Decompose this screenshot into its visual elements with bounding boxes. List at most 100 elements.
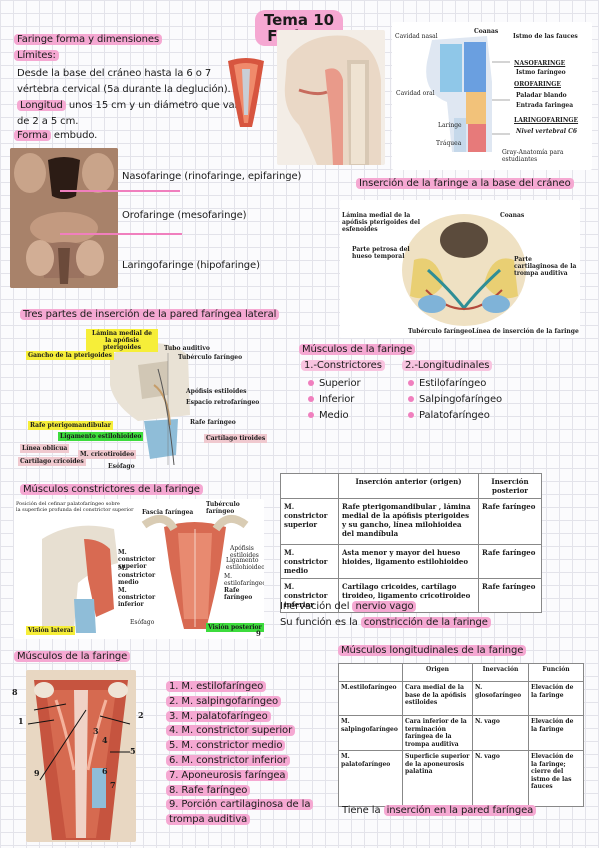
group2-list: Estilofaríngeo Salpingofaríngeo Palatofa… (408, 376, 502, 424)
label-fascia-faringea: Fascia faríngea (142, 509, 194, 516)
marker-3: 3 (93, 726, 99, 736)
label-coanas-2: Coanas (500, 212, 525, 219)
table-row: M. palatofaríngeo Superficie superior de… (338, 750, 584, 807)
constrictors-table: Inserción anterior (origen) Inserción po… (280, 473, 542, 613)
sagittal-head-figure (277, 30, 385, 165)
group1-title: 1.-Constrictores (301, 360, 385, 371)
label-cavidad-oral: Cavidad oral (396, 90, 435, 97)
label-espacio-retrofaringeo: Espacio retrofaríngeo (186, 399, 260, 406)
table-row: M.estilofaríngeo Cara medial de la base … (338, 681, 584, 716)
label-laringofaringe: LARINGOFARINGE (514, 117, 579, 124)
marker-7: 7 (110, 780, 116, 790)
list-item: 5. M. constrictor medio (166, 739, 313, 754)
label-orofaringe: OROFARINGE (514, 81, 561, 88)
title-line-1: Tema 10 (263, 11, 335, 29)
label-m-estilofaringeo: M. estilofaríngeo (224, 573, 264, 587)
label-constrictor-medio: M. constrictor medio (118, 565, 156, 586)
marker-5: 5 (130, 746, 136, 756)
tag-ligamento-estilohioideo: Ligamento estilohioideo (58, 432, 144, 441)
label-istmo-faringeo: Istmo faríngeo (516, 69, 566, 76)
label-esofago: Esófago (108, 463, 135, 470)
label-constrictor-inferior: M. constrictor inferior (118, 587, 156, 608)
tag-gancho-pterigoides: Gancho de la pterigoides (26, 351, 114, 360)
pointer-line-1 (60, 190, 180, 192)
list-item: trompa auditiva (166, 813, 313, 828)
table-row: M. constrictor inferior Cartílago cricoi… (280, 578, 542, 613)
label-trompa-auditiva: Parte cartilaginosa de la trompa auditiv… (514, 256, 577, 277)
tag-vision-posterior: Visión posterior (206, 623, 264, 632)
label-laringe: Laringe (438, 122, 462, 129)
group1-list: Superior Inferior Medio (308, 376, 361, 424)
marker-2: 2 (138, 710, 144, 720)
lateral-wall-heading: Tres partes de inserción de la pared far… (20, 309, 280, 320)
label-linea-insercion: Línea de inserción de la faringe (472, 328, 579, 335)
list-item: 6. M. constrictor inferior (166, 754, 313, 769)
skull-base-figure: Lámina medial de la apófisis pterigoides… (340, 200, 580, 338)
label-apofisis-estiloides-2: Apófisis estiloides (230, 545, 259, 559)
list-item: 7. Aponeurosis faríngea (166, 769, 313, 784)
figure-number: 9 (256, 629, 261, 638)
part-laringofaringe: Laringofaringe (hipofaringe) (122, 260, 260, 271)
muscles-figure-heading: Músculos de la faringe (14, 651, 131, 662)
label-nasofaringe: NASOFARINGE (514, 60, 566, 67)
list-item: 1. M. estilofaríngeo (166, 680, 313, 695)
label-gray-credit: Gray-Anatomía para estudiantes (502, 149, 564, 163)
tag-lamina-medial: Lámina medial de la apófisis pterigoides (86, 329, 158, 352)
muscles-summary-heading: Músculos de la faringe (299, 344, 416, 355)
label-coanas: Coanas (474, 28, 499, 35)
form-text: Forma embudo. (14, 130, 97, 141)
group2-title: 2.-Longitudinales (402, 360, 493, 371)
label-parte-petrosa: Parte petrosa del hueso temporal (352, 246, 410, 260)
tag-cartilago-cricoides: Cartílago cricoides (18, 457, 86, 466)
label-esofago-2: Esófago (130, 619, 155, 626)
list-item: Estilofaríngeo (408, 376, 502, 392)
list-item: Salpingofaríngeo (408, 392, 502, 408)
label-entrada-faringea: Entrada faringea (516, 102, 574, 109)
intro-heading: Faringe forma y dimensiones (14, 34, 163, 45)
tag-vision-lateral: Visión lateral (26, 626, 76, 635)
list-item: 2. M. salpingofaríngeo (166, 695, 313, 710)
marker-4: 4 (102, 735, 108, 745)
label-constrictor-superior: M. constrictor superior (118, 549, 156, 570)
longitudinal-footer: Tiene la inserción en la pared faríngea (342, 805, 537, 816)
table-row: M. constrictor superior Rafe pterigomand… (280, 498, 542, 545)
label-istmo-fauces: Istmo de las fauces (513, 33, 578, 40)
constrictors-figure: Posición del cefinar palatofaríngeo sobr… (14, 499, 264, 639)
marker-9: 9 (34, 768, 40, 778)
list-item: Inferior (308, 392, 361, 408)
label-rafe-faringeo-2: Rafe faríngeo (224, 587, 253, 601)
list-item: 8. Rafe faríngeo (166, 784, 313, 799)
label-apofisis-estiloides: Apófisis estiloides (186, 388, 247, 395)
marker-6: 6 (102, 766, 108, 776)
label-tubo-auditivo: Tubo auditivo (164, 345, 210, 352)
list-item: Medio (308, 408, 361, 424)
pharynx-regions-diagram: Cavidad nasal Coanas Istmo de las fauces… (392, 22, 592, 170)
table-row: M. salpingofaríngeo Cara inferior de la … (338, 715, 584, 751)
lateral-wall-figure: Lámina medial de la apófisis pterigoides… (18, 325, 268, 473)
longitudinal-heading: Músculos longitudinales de la faringe (338, 645, 527, 656)
longitudinal-table: Origen Inervación Función M.estilofaríng… (338, 663, 584, 807)
table-header-row: Origen Inervación Función (338, 663, 584, 682)
length-text: Longitud unos 15 cm y un diámetro que va… (17, 100, 248, 127)
label-tuberculo-faringeo-3: Tubérculo faríngeo (206, 501, 240, 515)
label-tuberculo-faringeo-2: Tubérculo faríngeo (178, 354, 243, 361)
label-traquea: Tráquea (436, 140, 462, 147)
list-item: 3. M. palatofaríngeo (166, 710, 313, 725)
label-nivel-c6: Nivel vertebral C6 (516, 128, 578, 135)
part-orofaringe: Orofaringe (mesofaringe) (122, 210, 247, 221)
list-item: 4. M. constrictor superior (166, 724, 313, 739)
part-nasofaringe: Nasofaringe (rinofaringe, epifaringe) (122, 171, 302, 182)
label-lamina-medial: Lámina medial de la apófisis pterigoides… (342, 212, 421, 233)
muscles-numbered-list: 1. M. estilofaríngeo 2. M. salpingofarín… (166, 680, 314, 828)
list-item: Palatofaríngeo (408, 408, 502, 424)
limits-text: Desde la base del cráneo hasta la 6 o 7 … (17, 68, 231, 95)
limits-label: Límites: (14, 50, 59, 61)
tag-cartilago-tiroides: Cartílago tiroides (204, 434, 268, 443)
marker-1: 1 (18, 716, 24, 726)
list-item: 9. Porción cartilaginosa de la (166, 798, 314, 813)
label-ligamento-estilohioideo-2: Ligamento estilohioideo (226, 557, 264, 571)
function-line: Su función es la constricción de la fari… (280, 617, 491, 628)
table-header-row: Inserción anterior (origen) Inserción po… (280, 473, 542, 499)
innervation-line: Inervación del nervio vago (280, 601, 417, 612)
tag-m-cricotiroideo: M. cricotiroideo (78, 450, 137, 459)
